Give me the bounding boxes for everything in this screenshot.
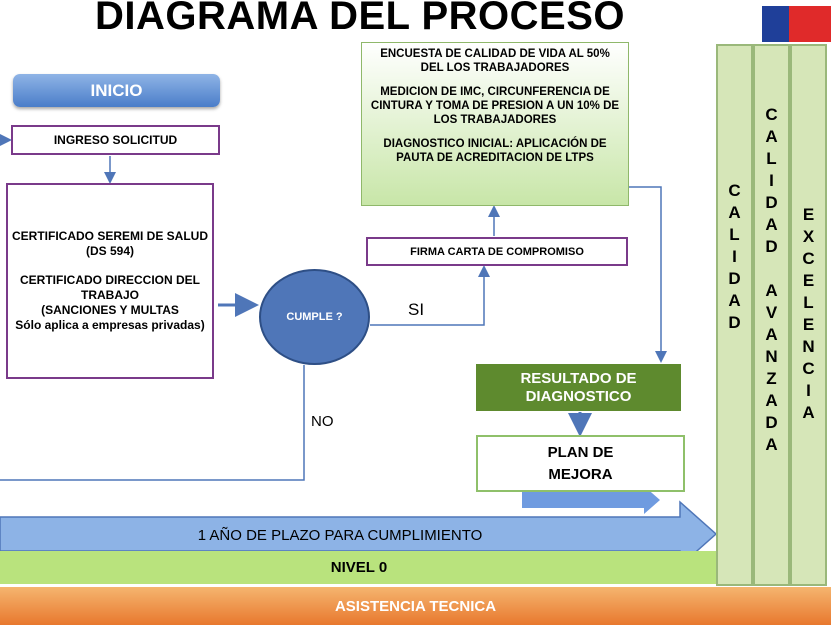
certificados-node: CERTIFICADO SEREMI DE SALUD (DS 594) CER… [6,183,214,379]
flag-blue-stripe [762,0,789,42]
cumple-decision-node: CUMPLE ? [259,269,370,365]
nivel-0-bar: NIVEL 0 [0,551,718,584]
no-label: NO [311,413,334,430]
diagram-title: DIAGRAMA DEL PROCESO [94,0,626,38]
flag-white-stripe [762,0,831,6]
firma-carta-node: FIRMA CARTA DE COMPROMISO [366,237,628,266]
plazo-label: 1 AÑO DE PLAZO PARA CUMPLIMIENTO [197,526,483,544]
connector-no [0,365,305,481]
cert-line-sanciones: (SANCIONES Y MULTAS [41,303,179,317]
plan-line-1: PLAN DE [547,443,614,461]
ingreso-solicitud-node: INGRESO SOLICITUD [11,125,220,155]
plan-arrow [522,486,660,514]
plan-line-2: MEJORA [548,465,613,483]
resultado-diagnostico-node: RESULTADO DE DIAGNOSTICO [476,364,681,411]
cert-line-seremi: CERTIFICADO SEREMI DE SALUD (DS 594) [12,229,209,258]
diagnostico-inicial-node: ENCUESTA DE CALIDAD DE VIDA AL 50% DEL L… [361,42,629,206]
column-excelencia: E X C E L E N C I A [790,44,827,586]
flag-red-stripe [789,0,831,42]
encuesta-text: ENCUESTA DE CALIDAD DE VIDA AL 50% DEL L… [380,48,610,74]
column-calidad-avanzada: C A L I D A D A V A N Z A D A [753,44,790,586]
cert-line-direccion: CERTIFICADO DIRECCION DEL TRABAJO [20,273,200,302]
connector-encuesta-resultado [629,186,667,363]
cert-line-aplica: Sólo aplica a empresas privadas) [15,318,205,332]
plan-mejora-node: PLAN DE MEJORA [476,435,685,492]
connector-si-firma [370,265,490,326]
start-node: INICIO [13,74,220,107]
asistencia-tecnica-bar: ASISTENCIA TECNICA [0,587,831,625]
medicion-text: MEDICION DE IMC, CIRCUNFERENCIA DE CINTU… [370,86,620,126]
si-label: SI [408,300,425,319]
diagnostico-text: DIAGNOSTICO INICIAL: APLICACIÓN DE PAUTA… [383,138,607,164]
column-calidad: C A L I D A D [716,44,753,586]
